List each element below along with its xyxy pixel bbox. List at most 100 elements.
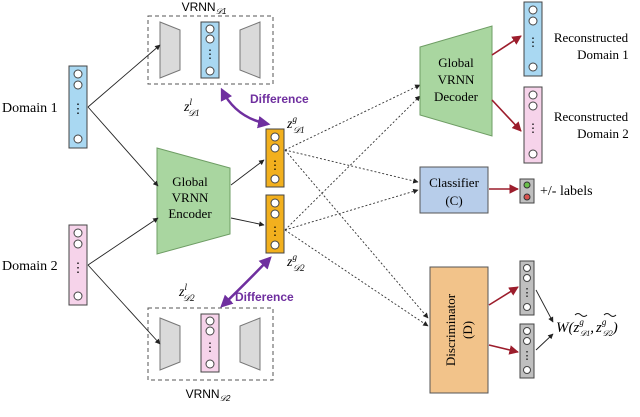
vector-cell <box>528 5 538 15</box>
arrow-encoder-to-zg2 <box>230 217 265 227</box>
arrow-encoder-to-zg1 <box>230 159 265 186</box>
vertical-ellipsis-icon: ⋮ <box>269 158 281 172</box>
vrnn-d2-title: VRNN𝒟2 <box>186 387 231 403</box>
vector-cell <box>270 240 280 250</box>
discriminator-sub-label: (D) <box>460 321 475 339</box>
global-latent-d2: ⋮ <box>265 194 285 254</box>
tilde-mark-2 <box>603 313 617 317</box>
vrnn-d1-box <box>147 15 274 85</box>
plus-minus-labels-text: +/- labels <box>540 184 593 199</box>
vector-cell <box>528 149 538 159</box>
dotted-zg2-to-classifier <box>284 188 419 231</box>
global-decoder-label-1: Global <box>438 55 474 70</box>
vertical-ellipsis-icon: ⋮ <box>269 224 281 238</box>
global-decoder-label-3: Decoder <box>434 89 479 104</box>
vrnn-d1-decoder-trapezoid <box>239 21 261 79</box>
arrow-discriminator-to-d1 <box>488 286 519 306</box>
vrnn-d2-decoder-trapezoid <box>239 317 261 371</box>
vertical-ellipsis-icon: ⋮ <box>522 350 533 362</box>
vector-cell <box>523 264 531 272</box>
dotted-zg2-to-decoder <box>284 95 421 231</box>
vrnn-d2-vector <box>200 313 220 373</box>
global-encoder-label-3: Encoder <box>168 206 212 221</box>
domain2-vector <box>68 224 88 306</box>
discriminator-box <box>429 266 489 394</box>
recon-d2-label-1: Reconstructed <box>554 109 629 124</box>
negative-label-dot <box>523 193 531 201</box>
vector-cell <box>205 359 215 369</box>
vector-cell <box>270 174 280 184</box>
tilde-mark-1 <box>574 313 588 317</box>
vector-cell <box>523 303 531 311</box>
vertical-ellipsis-icon: ⋮ <box>527 35 539 49</box>
discriminator-output-d1: ⋮ <box>519 260 535 316</box>
vector-cell <box>205 326 215 336</box>
vector-cell <box>73 239 83 249</box>
dotted-zg1-to-decoder <box>284 84 421 151</box>
z-global-d2-vector <box>265 194 285 254</box>
vector-cell <box>205 34 215 44</box>
arrow-d2-to-wasserstein <box>535 333 554 351</box>
domain1-label: Domain 1 <box>2 101 58 116</box>
arrow-domain1-to-vrnn-d1 <box>87 44 161 108</box>
vertical-ellipsis-icon: ⋮ <box>204 47 216 61</box>
vector-cell <box>270 132 280 142</box>
vrnn-d1-encoder-trapezoid <box>159 21 181 79</box>
vertical-ellipsis-icon: ⋮ <box>72 260 85 275</box>
difference-label-bottom: Difference <box>235 290 294 304</box>
domain2-label: Domain 2 <box>2 259 58 274</box>
domain2-input: Domain 2 ⋮ <box>2 224 88 306</box>
dotted-zg1-to-classifier <box>284 149 419 184</box>
vertical-ellipsis-icon: ⋮ <box>204 340 216 354</box>
vector-cell <box>528 90 538 100</box>
vector-cell <box>73 80 83 90</box>
z-global-d1-vector <box>265 128 285 188</box>
global-decoder-shape <box>419 25 493 137</box>
classifier-block: Classifier (C) <box>419 166 489 214</box>
recon-d1-label-1: Reconstructed <box>554 30 629 45</box>
vector-cell <box>523 366 531 374</box>
vector-cell <box>523 337 531 345</box>
dotted-zg1-to-discriminator <box>284 149 429 319</box>
vector-cell <box>270 198 280 208</box>
vector-cell <box>523 327 531 335</box>
global-decoder-label-2: VRNN <box>438 72 475 87</box>
arrow-d1-to-wasserstein <box>535 289 554 323</box>
vertical-ellipsis-icon: ⋮ <box>72 101 85 116</box>
vertical-ellipsis-icon: ⋮ <box>527 121 539 135</box>
reconstructed-domain1: ⋮ Reconstructed Domain 1 <box>523 1 629 77</box>
vector-cell <box>270 143 280 153</box>
vector-cell <box>73 228 83 238</box>
vector-cell <box>528 101 538 111</box>
global-latent-d1: ⋮ <box>265 128 285 188</box>
vrnn-d2-box <box>147 307 274 381</box>
positive-label-dot <box>523 181 531 189</box>
label-output: +/- labels <box>519 178 593 204</box>
vrnn-d1-title: VRNN𝒟1 <box>182 0 227 16</box>
discriminator-label: Discriminator <box>443 293 458 366</box>
vrnn-d2-encoder-trapezoid <box>159 317 181 371</box>
vector-cell <box>523 274 531 282</box>
vector-cell <box>270 209 280 219</box>
classifier-label-2: (C) <box>445 193 462 208</box>
global-encoder-label-1: Global <box>172 174 208 189</box>
difference-arrow-top <box>220 87 271 129</box>
disc-out-d2-vector <box>519 323 535 379</box>
arrow-domain2-to-vrnn-d2 <box>87 264 161 345</box>
arrow-domain1-to-encoder <box>87 106 159 187</box>
difference-arrow-bottom <box>220 256 272 308</box>
vector-cell <box>528 16 538 26</box>
vector-cell <box>73 291 83 301</box>
disc-out-d1-vector <box>519 260 535 316</box>
recon-d2-label-2: Domain 2 <box>577 126 629 141</box>
vector-cell <box>205 66 215 76</box>
arrow-discriminator-to-d2 <box>488 344 519 355</box>
vrnn-d1-block: VRNN𝒟1 ⋮ <box>147 0 274 85</box>
vrnn-d1-vector <box>200 21 220 79</box>
recon-d1-vector <box>523 1 543 77</box>
